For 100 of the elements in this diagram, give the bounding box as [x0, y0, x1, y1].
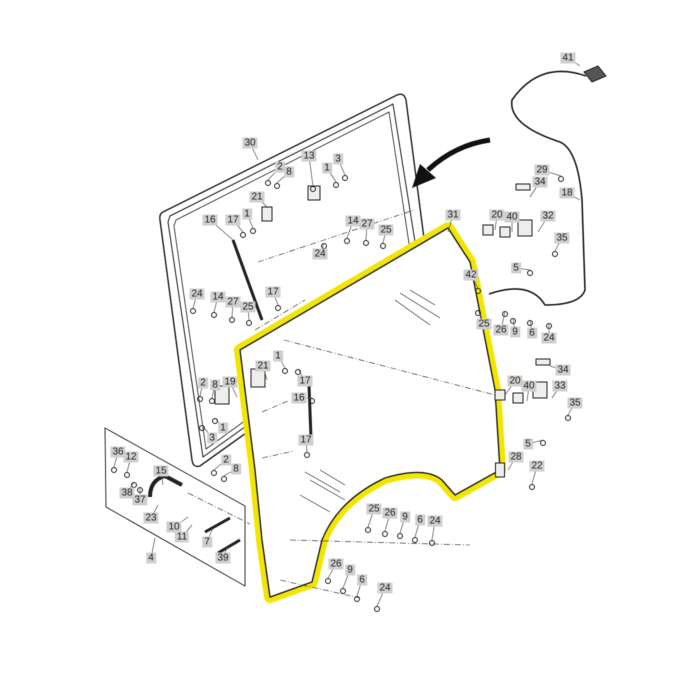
- callout-number: 18: [559, 188, 575, 198]
- leader-line: [478, 310, 482, 319]
- callout-number: 5: [523, 438, 533, 450]
- leader-line: [237, 225, 244, 232]
- leader-line: [216, 225, 234, 240]
- callout-number: 38: [119, 488, 135, 498]
- callout-number: 20: [507, 376, 523, 386]
- leader-line: [494, 220, 497, 230]
- callout-number: 31: [445, 210, 461, 220]
- leader-line: [530, 187, 537, 198]
- leader-line: [346, 226, 352, 238]
- callout-number: 26: [382, 508, 398, 518]
- callout-number: 12: [123, 452, 139, 462]
- callout-number: 25: [378, 224, 394, 236]
- callout-number: 33: [552, 380, 568, 392]
- leader-line: [568, 408, 572, 416]
- callout-number: 24: [189, 288, 205, 300]
- callout-number: 23: [143, 512, 159, 524]
- callout-number: 1: [273, 350, 283, 362]
- leader-line: [328, 569, 334, 578]
- leader-line: [276, 176, 285, 184]
- leader-line: [575, 62, 580, 66]
- callout-number: 21: [255, 360, 271, 372]
- callout-number: 16: [202, 214, 218, 226]
- leader-line: [192, 299, 196, 308]
- callout-number: 11: [174, 532, 190, 542]
- callout-number: 25: [476, 318, 492, 330]
- leader-line: [161, 476, 164, 486]
- callout-number: 25: [366, 504, 382, 514]
- callout-number: 34: [532, 176, 548, 188]
- leader-line: [342, 575, 348, 588]
- leader-line: [200, 388, 202, 396]
- callout-number: 26: [493, 324, 509, 336]
- callout-number: 27: [359, 218, 375, 230]
- callout-number: 17: [265, 286, 281, 298]
- callout-number: 17: [298, 434, 314, 446]
- callout-number: 6: [415, 514, 425, 526]
- callout-number: 24: [377, 582, 393, 594]
- leader-line: [202, 424, 208, 433]
- callout-number: 17: [297, 376, 313, 386]
- leader-line: [126, 462, 130, 472]
- callout-number: 9: [400, 512, 410, 522]
- leader-line: [214, 464, 222, 470]
- leader-line: [322, 242, 324, 249]
- leader-line: [154, 504, 158, 513]
- leader-line: [280, 361, 286, 368]
- leader-line: [249, 219, 254, 228]
- leader-line: [130, 482, 134, 488]
- callout-number: 15: [153, 466, 169, 476]
- leader-line: [474, 280, 478, 288]
- callout-number: 8: [210, 380, 220, 390]
- callout-number: 36: [110, 446, 126, 458]
- callout-number: 1: [242, 208, 252, 220]
- leader-line: [508, 462, 513, 470]
- callout-number: 3: [333, 154, 343, 164]
- leader-line: [549, 172, 562, 176]
- leader-line: [382, 235, 386, 244]
- leader-line: [224, 544, 228, 553]
- callout-number: 3: [207, 432, 217, 444]
- leader-line: [330, 173, 336, 182]
- leader-line: [232, 307, 233, 318]
- callout-number: 1: [218, 422, 228, 434]
- leader-line: [306, 445, 308, 452]
- callout-number: 30: [242, 138, 258, 148]
- leader-line: [548, 322, 550, 333]
- leader-line: [366, 229, 368, 240]
- callout-number: 16: [291, 392, 307, 404]
- leader-line: [232, 387, 238, 398]
- leader-line: [574, 196, 580, 200]
- leader-line: [538, 221, 545, 232]
- callout-number: 40: [504, 212, 520, 222]
- leader-line: [252, 148, 258, 160]
- leader-line: [550, 366, 556, 368]
- leader-line: [502, 310, 506, 325]
- callout-number: 41: [560, 52, 576, 64]
- callout-number: 20: [489, 210, 505, 220]
- callout-number: 6: [357, 574, 367, 586]
- leader-line: [340, 164, 346, 176]
- callout-number: 10: [166, 522, 182, 532]
- callout-number: 14: [210, 292, 226, 302]
- leader-line: [530, 320, 532, 328]
- leader-line: [400, 522, 404, 534]
- callout-number: 40: [521, 380, 537, 392]
- callout-number: 8: [231, 464, 241, 474]
- callout-number: 21: [249, 192, 265, 202]
- callout-number: 22: [529, 460, 545, 472]
- leader-line: [520, 268, 530, 270]
- leader-line: [368, 514, 373, 528]
- leader-line: [298, 368, 302, 376]
- callout-number: 2: [221, 454, 231, 466]
- callout-number: 37: [132, 494, 148, 506]
- callout-number: 17: [225, 214, 241, 226]
- callout-number: 14: [345, 216, 361, 226]
- callout-number: 9: [510, 326, 520, 338]
- leader-line: [224, 471, 232, 476]
- leader-line: [214, 418, 219, 423]
- leader-line: [208, 530, 212, 537]
- callout-number: 29: [534, 164, 550, 176]
- leader-line: [356, 585, 361, 596]
- leader-line: [432, 526, 434, 540]
